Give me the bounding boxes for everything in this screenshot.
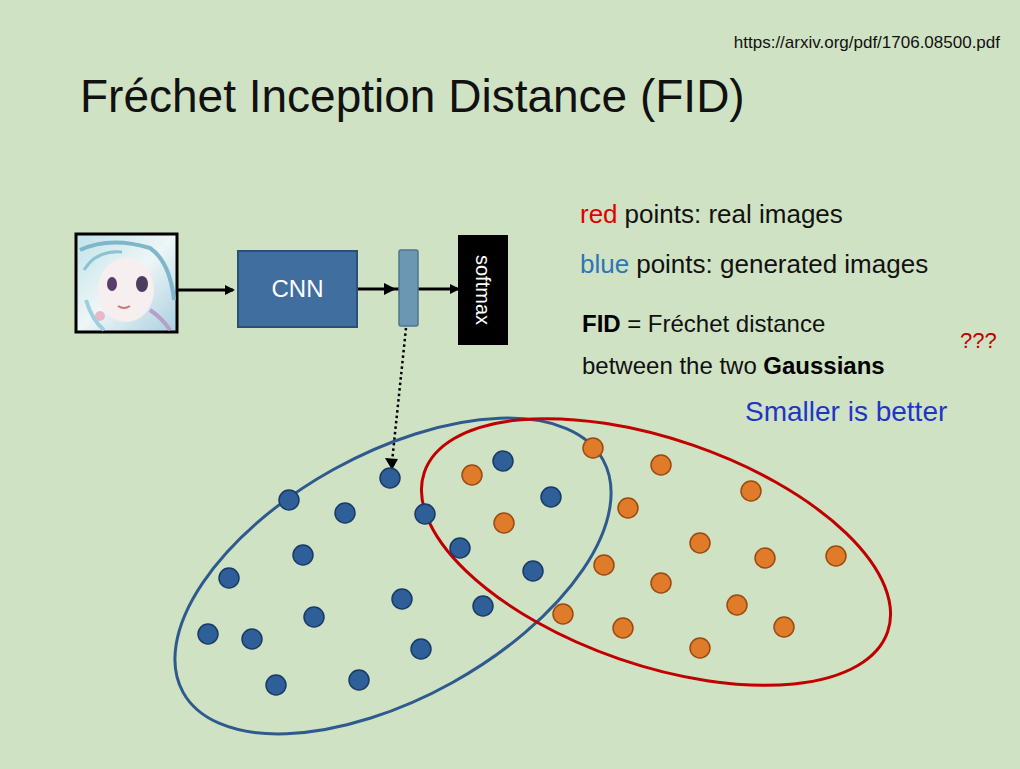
real-point [651,573,671,593]
generated-point [304,607,324,627]
text-row: redpoints: real images [580,200,843,230]
generated-point [380,468,400,488]
point-cloud [198,438,846,695]
node-text: softmax [472,255,494,325]
text-row: FID= Fréchet distance [582,310,825,338]
generated-point [392,589,412,609]
real-point [690,638,710,658]
generated-point [523,561,543,581]
legend-text: points: real images [625,200,843,230]
definition-text: Gaussians [763,352,884,380]
generated-point [450,538,470,558]
generated-point [349,670,369,690]
real-point [755,548,775,568]
real-point [583,438,603,458]
node-text: CNN [272,276,324,302]
legend-word: blue [580,250,629,280]
input-image [76,234,177,332]
legend-word: red [580,200,618,230]
generated-point [198,624,218,644]
real-point [741,481,761,501]
real-point [727,595,747,615]
softmax-box: softmax [458,235,508,345]
real-point [774,617,794,637]
real-point [553,604,573,624]
real-point [618,498,638,518]
source-url: https://arxiv.org/pdf/1706.08500.pdf [734,33,1000,53]
real-point [690,533,710,553]
feature-vector [399,250,418,326]
generated-point [493,451,513,471]
real-point [651,455,671,475]
real-point [594,555,614,575]
definition-text: between the two [582,352,757,380]
generated-point [541,487,561,507]
generated-point [411,639,431,659]
generated-point [293,545,313,565]
question-marks: ??? [960,328,997,353]
definition-text: = Fréchet distance [627,310,825,338]
legend-text: points: generated images [636,250,928,280]
text-row: between the twoGaussians [582,352,885,380]
note-text: Smaller is better [745,396,947,428]
generated-point [473,596,493,616]
generated-point [335,503,355,523]
generated-gaussian [124,353,662,769]
real-point [462,465,482,485]
arrow-head [384,283,396,295]
real-point [826,546,846,566]
cnn-box: CNN [237,250,358,328]
generated-point [242,629,262,649]
generated-point [219,568,239,588]
input-arrow [178,289,233,292]
metric-name: FID [582,310,621,338]
generated-point [279,490,299,510]
generated-point [415,504,435,524]
real-point [494,513,514,533]
generated-point [266,675,286,695]
text-row: bluepoints: generated images [580,250,928,280]
real-point [613,618,633,638]
slide-title: Fréchet Inception Distance (FID) [80,70,745,123]
